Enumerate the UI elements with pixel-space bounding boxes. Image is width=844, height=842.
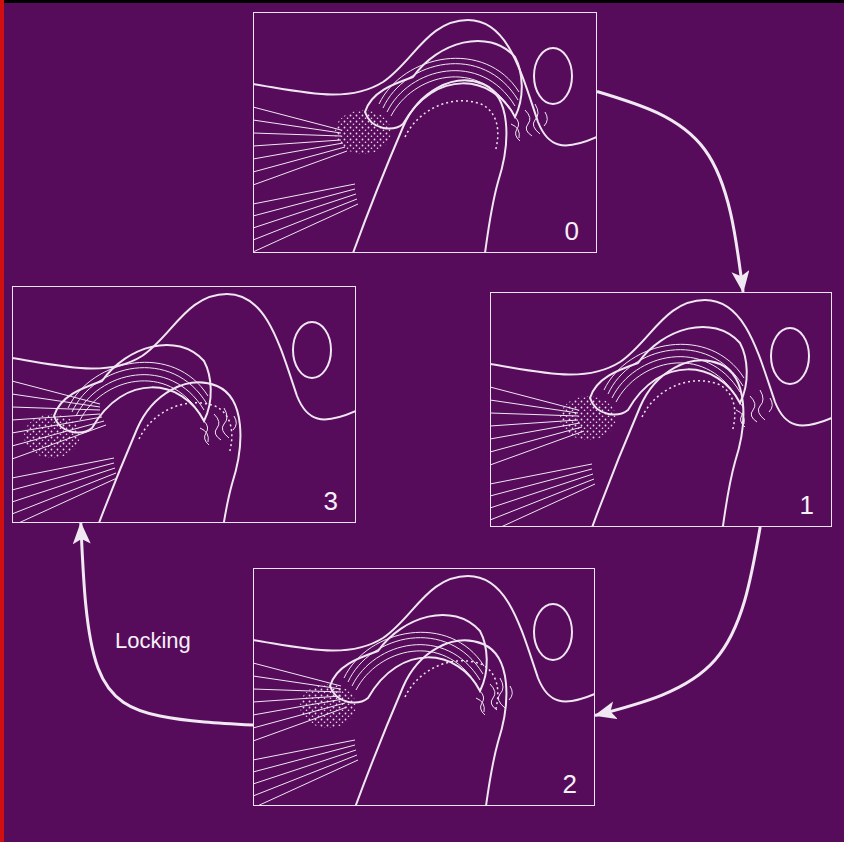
articular-disc xyxy=(300,615,512,728)
stage-number: 2 xyxy=(560,769,580,799)
articular-disc xyxy=(560,327,772,440)
stage-0-art xyxy=(253,20,597,253)
stage-panel: 0 xyxy=(253,12,597,253)
top-bar xyxy=(0,0,844,3)
stage-arrow xyxy=(595,527,760,716)
stage-number: 3 xyxy=(321,486,341,516)
edge-label: Locking xyxy=(112,628,194,654)
edge-strip xyxy=(0,0,4,842)
muscle-fibers xyxy=(253,663,358,806)
stage-arrow xyxy=(81,523,253,725)
stage-panel: 3 xyxy=(12,286,356,523)
articular-disc xyxy=(335,41,547,154)
condyle xyxy=(353,81,506,253)
stage-panel: 2 xyxy=(253,568,595,806)
stage-2-art xyxy=(253,576,595,806)
stage-number: 1 xyxy=(797,490,817,520)
stage-arrow xyxy=(597,92,743,292)
stage-3-art xyxy=(12,294,356,523)
temporal-bone xyxy=(490,300,832,425)
stage-panel: 1 xyxy=(490,292,832,527)
temporal-bone xyxy=(253,20,597,145)
articular-disc xyxy=(24,345,236,458)
stage-1-art xyxy=(490,300,832,527)
temporal-bone xyxy=(253,576,595,701)
stage-number: 0 xyxy=(562,216,582,246)
